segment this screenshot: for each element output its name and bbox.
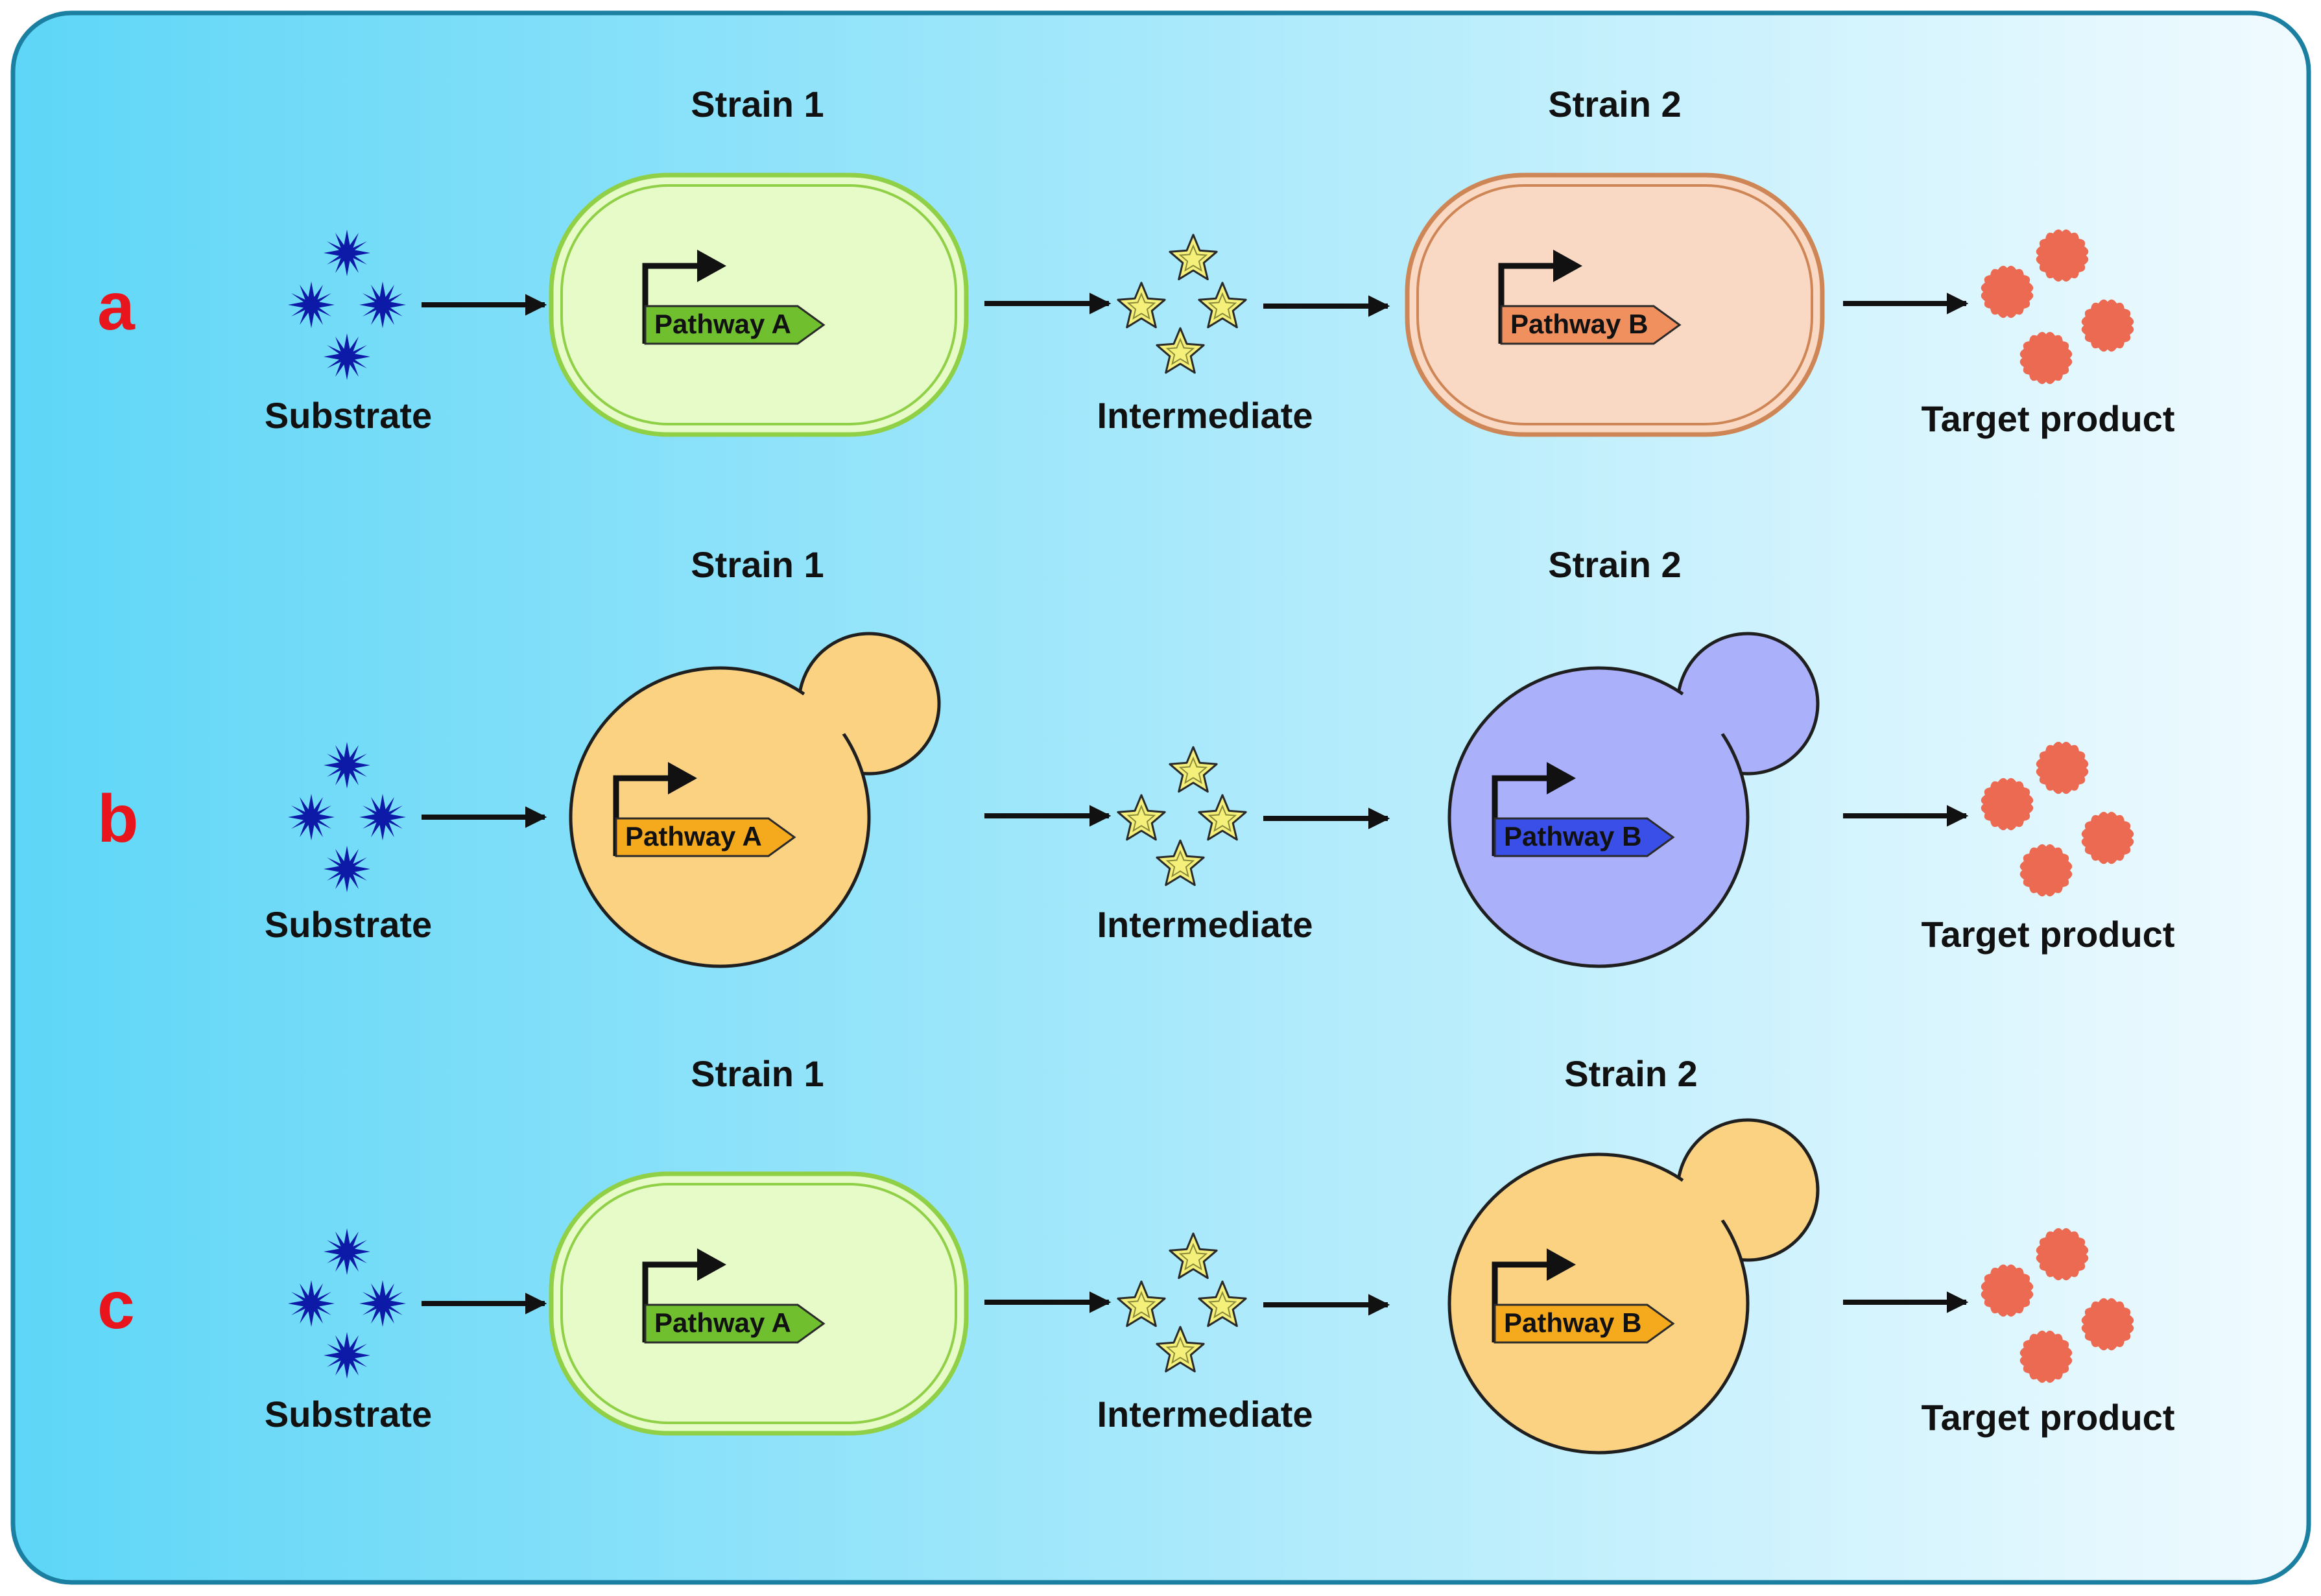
yeast-junction: [1681, 691, 1725, 736]
pathway-gene-label: Pathway B: [1504, 821, 1641, 852]
cell-inner-membrane: [1416, 184, 1813, 425]
strain-1-yeast-cell: Pathway A: [569, 632, 941, 968]
strain-1-bacterium-cell: Pathway A: [549, 173, 969, 437]
pathway-gene-label: Pathway A: [625, 821, 762, 852]
yeast-junction: [1681, 1177, 1725, 1222]
intermediate-molecule-icon: [1117, 794, 1166, 841]
promoter-arrowhead-icon: [697, 1248, 726, 1281]
promoter-arrowhead-icon: [1547, 762, 1576, 794]
substrate-label: Substrate: [265, 1394, 432, 1435]
intermediate-inner-outline: [1208, 292, 1237, 320]
yeast-mother-cell: [1447, 1152, 1750, 1455]
promoter-arrowhead-icon: [697, 250, 726, 282]
pathway-gene-block: [615, 817, 796, 857]
intermediate-label: Intermediate: [1097, 904, 1313, 945]
pathway-gene-block: [644, 305, 826, 345]
intermediate-molecule-icon: [1198, 794, 1247, 841]
pathway-gene-label: Pathway B: [1510, 309, 1648, 339]
cell-inner-membrane: [560, 1183, 957, 1424]
intermediate-inner-outline: [1126, 804, 1156, 833]
strain-2-title: Strain 2: [1548, 544, 1681, 585]
strain-2-title: Strain 2: [1564, 1053, 1697, 1094]
pathway-gene-block: [644, 1304, 826, 1344]
strain-1-bacterium-cell: Pathway A: [549, 1171, 969, 1436]
intermediate-molecule-icon: [1169, 1232, 1218, 1280]
intermediate-inner-outline: [1126, 1291, 1156, 1319]
pathway-gene-label: Pathway A: [654, 1307, 791, 1338]
yeast-mother-cell: [569, 666, 871, 968]
row-letter: b: [97, 781, 139, 857]
yeast-junction: [802, 691, 846, 736]
strain-1-title: Strain 1: [691, 84, 824, 125]
strain-2-bacterium-cell: Pathway B: [1405, 173, 1825, 437]
intermediate-molecule-icon: [1198, 281, 1247, 329]
intermediate-inner-outline: [1178, 1243, 1208, 1271]
intermediate-inner-outline: [1165, 337, 1195, 366]
intermediate-molecule-icon: [1169, 746, 1218, 793]
intermediate-inner-outline: [1208, 1291, 1237, 1319]
pathway-gene-label: Pathway B: [1504, 1307, 1641, 1338]
intermediate-inner-outline: [1208, 804, 1237, 833]
row-letter: a: [97, 269, 136, 344]
intermediate-molecule-icon: [1156, 327, 1205, 374]
intermediate-label: Intermediate: [1097, 1394, 1313, 1435]
intermediate-inner-outline: [1165, 850, 1195, 878]
strain-2-yeast-cell: Pathway B: [1447, 632, 1820, 968]
pathway-gene-block: [1494, 1304, 1675, 1344]
cell-outer-wall: [549, 173, 969, 437]
intermediate-molecule-icon: [1156, 1326, 1205, 1373]
pathway-gene-block: [1500, 305, 1682, 345]
intermediate-molecule-icon: [1198, 1280, 1247, 1328]
cell-inner-membrane: [560, 184, 957, 425]
strain-1-title: Strain 1: [691, 544, 824, 585]
yeast-mother-cell: [1447, 666, 1750, 968]
target-product-label: Target product: [1922, 914, 2175, 955]
cell-outer-wall: [549, 1171, 969, 1436]
intermediate-molecule-icon: [1117, 1280, 1166, 1328]
intermediate-inner-outline: [1165, 1336, 1195, 1364]
promoter-arrowhead-icon: [1547, 1248, 1576, 1281]
strain-1-title: Strain 1: [691, 1053, 824, 1094]
row-letter: c: [97, 1268, 135, 1343]
intermediate-molecule-icon: [1156, 839, 1205, 887]
intermediate-molecule-icon: [1169, 233, 1218, 281]
intermediate-inner-outline: [1178, 244, 1208, 272]
substrate-label: Substrate: [265, 904, 432, 945]
intermediate-inner-outline: [1126, 292, 1156, 320]
pathway-gene-label: Pathway A: [654, 309, 791, 339]
cell-outer-wall: [1405, 173, 1825, 437]
target-product-label: Target product: [1922, 1397, 2175, 1438]
intermediate-label: Intermediate: [1097, 395, 1313, 436]
intermediate-molecule-icon: [1117, 281, 1166, 329]
target-product-label: Target product: [1922, 398, 2175, 439]
promoter-arrowhead-icon: [668, 762, 697, 794]
intermediate-inner-outline: [1178, 756, 1208, 785]
substrate-label: Substrate: [265, 395, 432, 436]
strain-2-title: Strain 2: [1548, 84, 1681, 125]
pathway-gene-block: [1494, 817, 1675, 857]
strain-2-yeast-cell: Pathway B: [1447, 1118, 1820, 1455]
promoter-arrowhead-icon: [1553, 250, 1582, 282]
